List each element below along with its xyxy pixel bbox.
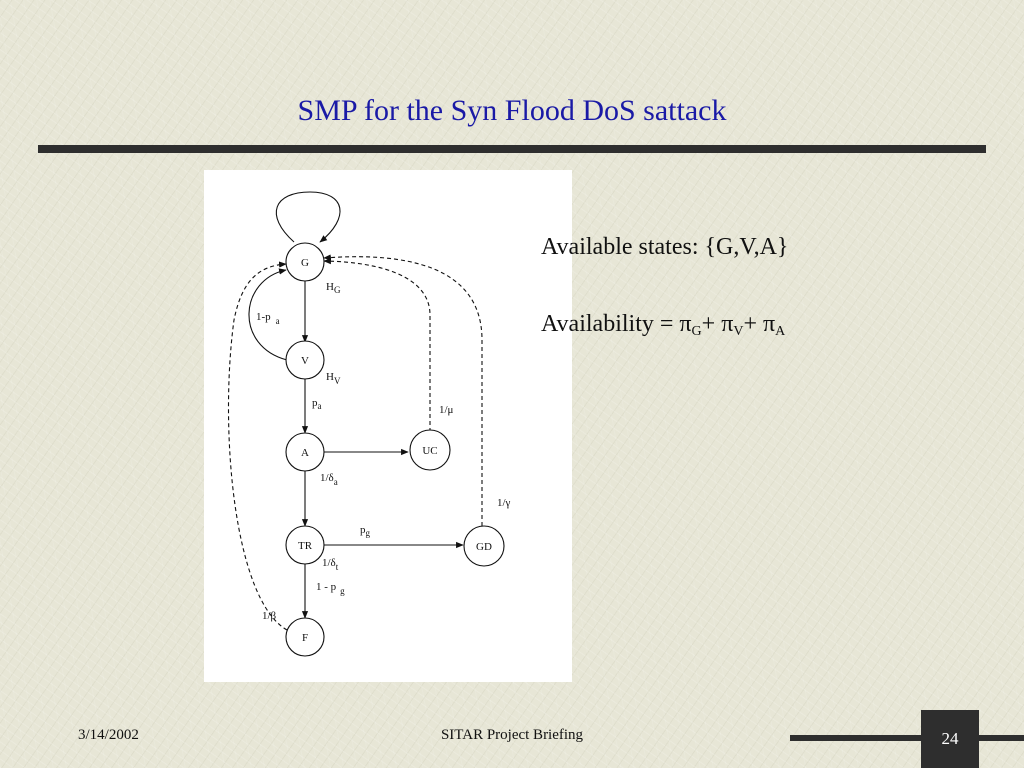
availability-label: Availability = bbox=[541, 311, 674, 337]
label-inv-beta: 1/β bbox=[262, 610, 277, 622]
edge-f-to-g bbox=[227, 261, 288, 631]
label-inv-gamma: 1/γ bbox=[497, 497, 511, 509]
pi-sub-a: A bbox=[775, 324, 786, 339]
node-f: F bbox=[285, 617, 325, 657]
node-v: V bbox=[285, 340, 325, 380]
svg-text:UC: UC bbox=[422, 445, 437, 457]
svg-text:GD: GD bbox=[476, 541, 492, 553]
footer-title: SITAR Project Briefing bbox=[440, 727, 584, 743]
footer-divider-left bbox=[790, 735, 921, 741]
availability-formula: Availability = πG+ πV+ πA bbox=[541, 309, 785, 347]
footer-divider-right bbox=[979, 735, 1024, 741]
edge-g-self-loop bbox=[275, 191, 341, 243]
label-h-g: HG bbox=[326, 281, 341, 295]
edge-gd-to-g bbox=[323, 254, 483, 526]
available-states-label: Available states: bbox=[541, 234, 699, 260]
edge-v-to-g bbox=[248, 268, 288, 361]
edge-uc-to-g bbox=[323, 258, 431, 432]
title-divider bbox=[38, 145, 986, 153]
svg-text:A: A bbox=[301, 447, 309, 459]
plus-sign: + bbox=[743, 311, 757, 337]
footer-date: 3/14/2002 bbox=[78, 727, 139, 743]
node-uc: UC bbox=[409, 429, 451, 471]
pi-sub-g: G bbox=[691, 324, 702, 339]
pi-sub-v: V bbox=[733, 324, 744, 339]
svg-text:G: G bbox=[301, 257, 309, 269]
plus-sign: + bbox=[701, 311, 716, 337]
label-p-a: pa bbox=[312, 397, 322, 411]
node-tr: TR bbox=[285, 525, 325, 565]
svg-text:F: F bbox=[302, 632, 308, 644]
page-number: 24 bbox=[921, 710, 979, 768]
label-inv-delta-t: 1/δt bbox=[322, 557, 339, 572]
pi-symbol: π bbox=[763, 311, 776, 337]
available-states-value: {G,V,A} bbox=[704, 234, 789, 260]
pi-symbol: π bbox=[721, 311, 734, 337]
svg-text:TR: TR bbox=[298, 540, 313, 552]
svg-text:V: V bbox=[301, 355, 309, 367]
available-states-line: Available states: {G,V,A} bbox=[541, 232, 788, 262]
node-a: A bbox=[285, 432, 325, 472]
label-p-g: pg bbox=[360, 524, 371, 538]
node-g: G bbox=[285, 242, 325, 282]
label-h-v: HV bbox=[326, 371, 341, 386]
pi-symbol: π bbox=[679, 311, 692, 337]
node-gd: GD bbox=[463, 525, 505, 567]
slide-title: SMP for the Syn Flood DoS sattack bbox=[297, 94, 727, 127]
label-inv-mu: 1/μ bbox=[439, 404, 454, 416]
label-inv-delta-a: 1/δa bbox=[320, 472, 338, 487]
